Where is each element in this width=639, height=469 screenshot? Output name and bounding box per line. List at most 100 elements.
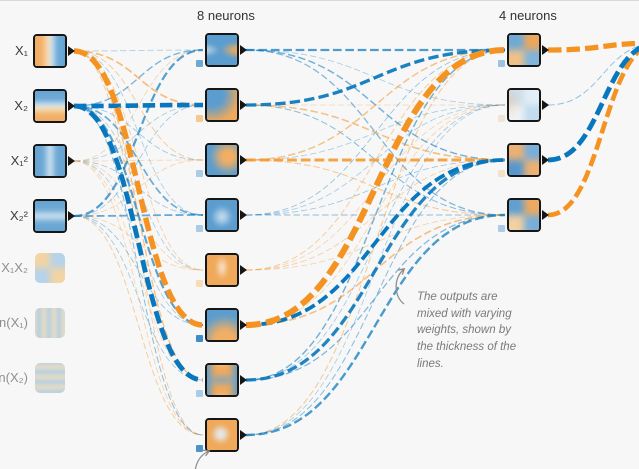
output-port-icon [240, 320, 247, 330]
bias-indicator[interactable] [196, 390, 203, 397]
hidden1-neuron-1[interactable] [196, 33, 247, 67]
weight-h1n2-h2n1[interactable] [245, 48, 506, 107]
weight-input4-h1n7[interactable] [73, 215, 204, 381]
input-label-x2sq: X₂² [9, 208, 28, 223]
input-node-sinx1 [35, 308, 65, 338]
heatmap [35, 253, 65, 283]
weight-input4-h1n3[interactable] [73, 159, 204, 217]
weight-input4-h1n2[interactable] [73, 104, 204, 217]
weight-input2-h1n5[interactable] [73, 105, 204, 271]
heatmap-frame [205, 143, 239, 177]
weight-input3-h1n6[interactable] [73, 160, 204, 326]
bias-indicator[interactable] [498, 60, 505, 67]
weight-input4-h1n5[interactable] [73, 215, 204, 271]
bottom-arrow-icon [194, 449, 211, 469]
weight-h1n6-h2n3[interactable] [245, 158, 506, 327]
hidden1-neuron-4[interactable] [196, 198, 247, 232]
heatmap [207, 365, 237, 395]
heatmap [207, 200, 237, 230]
weight-h2n3-output[interactable] [547, 43, 639, 163]
heatmap-frame [33, 144, 67, 178]
input-node-x1[interactable] [33, 34, 75, 68]
weight-input4-h1n4[interactable] [73, 214, 204, 217]
bias-indicator[interactable] [498, 170, 505, 177]
heatmap-frame [507, 143, 541, 177]
heatmap-frame [205, 418, 239, 452]
bias-indicator[interactable] [196, 335, 203, 342]
weight-h1n5-h2n2[interactable] [245, 104, 506, 271]
hidden2-neuron-1[interactable] [498, 33, 549, 67]
hidden1-neuron-3[interactable] [196, 143, 247, 177]
weight-input4-h1n6[interactable] [73, 215, 204, 326]
weight-h1n3-h2n4[interactable] [245, 159, 506, 216]
weight-input3-h1n8[interactable] [73, 160, 204, 436]
input-node-x2sq[interactable] [33, 199, 75, 233]
weight-input3-h1n1[interactable] [73, 49, 204, 162]
output-port-icon [542, 155, 549, 165]
bias-indicator[interactable] [196, 445, 203, 452]
weight-input3-h1n4[interactable] [73, 160, 204, 216]
heatmap [35, 91, 65, 121]
bias-indicator[interactable] [498, 115, 505, 122]
weight-h1n7-h2n2[interactable] [245, 104, 506, 381]
weight-h1n3-h2n1[interactable] [245, 49, 506, 161]
hidden1-neuron-8[interactable] [196, 418, 247, 452]
weight-input1-h1n4[interactable] [73, 50, 204, 216]
output-port-icon [240, 210, 247, 220]
output-port-icon [68, 46, 75, 56]
weight-h1n7-h2n3[interactable] [245, 158, 506, 382]
input-node-x1sq[interactable] [33, 144, 75, 178]
weight-input2-h1n7[interactable] [73, 103, 204, 383]
heatmap [35, 308, 65, 338]
input-node-x2[interactable] [33, 89, 75, 123]
weight-input1-h1n3[interactable] [73, 50, 204, 161]
weight-input2-h1n4[interactable] [73, 105, 204, 216]
output-port-icon [240, 100, 247, 110]
input-label-x1: X₁ [14, 43, 28, 58]
hidden2-neuron-3[interactable] [498, 143, 549, 177]
heatmap [207, 90, 237, 120]
bias-indicator[interactable] [196, 115, 203, 122]
weight-h1n8-h2n4[interactable] [245, 213, 506, 437]
bias-indicator[interactable] [196, 280, 203, 287]
weight-h1n6-h2n1[interactable] [245, 46, 506, 329]
hidden1-neuron-5[interactable] [196, 253, 247, 287]
output-port-icon [542, 45, 549, 55]
input-label-sinx1: sin(X₁) [0, 315, 28, 330]
weight-h1n2-h2n3[interactable] [245, 104, 506, 161]
heatmap [35, 201, 65, 231]
heatmap-frame [507, 33, 541, 67]
weight-h1n4-h2n3[interactable] [245, 159, 506, 216]
weight-h1n2-h2n4[interactable] [245, 104, 506, 216]
hidden2-neuron-2[interactable] [498, 88, 549, 122]
weight-input1-h1n6[interactable] [73, 48, 204, 328]
weight-input2-h1n2[interactable] [73, 102, 204, 109]
heatmap-frame [205, 33, 239, 67]
output-port-icon [68, 101, 75, 111]
bias-indicator[interactable] [196, 60, 203, 67]
hidden2-neuron-4[interactable] [498, 198, 549, 232]
heatmap-frame [35, 253, 65, 283]
weight-input4-h1n1[interactable] [73, 48, 204, 218]
hidden1-neuron-6[interactable] [196, 308, 247, 342]
hidden1-neuron-2[interactable] [196, 88, 247, 122]
weight-input4-h1n8[interactable] [73, 215, 204, 436]
bias-indicator[interactable] [196, 225, 203, 232]
weight-h1n1-h2n4[interactable] [245, 49, 506, 216]
input-label-x1x2: X₁X₂ [1, 260, 28, 275]
weight-h1n5-h2n3[interactable] [245, 159, 506, 271]
output-port-icon [240, 375, 247, 385]
hidden1-neuron-7[interactable] [196, 363, 247, 397]
heatmap-frame [205, 88, 239, 122]
bias-indicator[interactable] [196, 170, 203, 177]
input-node-x1x2 [35, 253, 65, 283]
weight-input1-h1n1[interactable] [73, 49, 204, 52]
weight-h1n7-h2n4[interactable] [245, 214, 506, 381]
weight-h1n4-h2n2[interactable] [245, 104, 506, 216]
weight-h1n8-h2n3[interactable] [245, 159, 506, 436]
weight-h2n4-output[interactable] [547, 43, 639, 218]
bias-indicator[interactable] [498, 225, 505, 232]
input-label-x2: X₂ [14, 98, 28, 113]
heatmap [509, 200, 539, 230]
